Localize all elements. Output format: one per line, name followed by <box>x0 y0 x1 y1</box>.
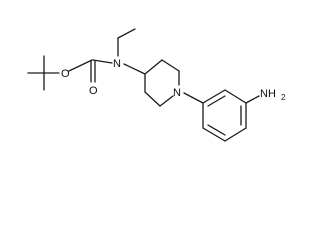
benzene-bond-2 <box>224 89 247 104</box>
bond-phenyl-to-amine <box>245 95 260 104</box>
benzene-double-1 <box>207 95 226 107</box>
amine-group: NH 2 <box>260 88 286 102</box>
bond-ethyl-ch2-ch3 <box>117 28 136 39</box>
ring-bond-4 <box>159 95 174 107</box>
atom-nitrogen-piperidine: N <box>173 87 181 99</box>
benzene-bond-1 <box>202 89 226 104</box>
atom-oxygen-ether: O <box>61 68 70 80</box>
benzene-ring <box>202 89 247 142</box>
atom-amine-nh: NH <box>260 88 276 100</box>
ethyl-group <box>117 28 136 57</box>
atom-nitrogen-carbamate: N <box>113 58 121 70</box>
ring-bond-1 <box>144 59 163 75</box>
piperidine-ring <box>144 59 180 107</box>
bond-nitrogen-to-piperidine <box>123 63 146 75</box>
carbonyl-double-bond <box>90 60 96 83</box>
benzene-double-3 <box>207 124 226 136</box>
bond-carbonyl-to-nitrogen <box>92 59 113 64</box>
tert-butyl-group <box>27 55 60 91</box>
atom-oxygen-carbonyl: O <box>89 85 98 97</box>
atom-amine-subscript: 2 <box>281 93 286 102</box>
bond-oxygen-to-carbonyl <box>68 59 93 72</box>
ring-bond-2 <box>161 59 180 72</box>
bond-nitrogen-to-phenyl <box>183 92 204 104</box>
chemical-structure: O O N N <box>27 28 286 142</box>
structure-canvas: O O N N <box>27 28 286 142</box>
benzene-bond-5 <box>202 127 226 142</box>
ring-bond-5 <box>144 91 161 107</box>
benzene-bond-4 <box>224 127 247 142</box>
